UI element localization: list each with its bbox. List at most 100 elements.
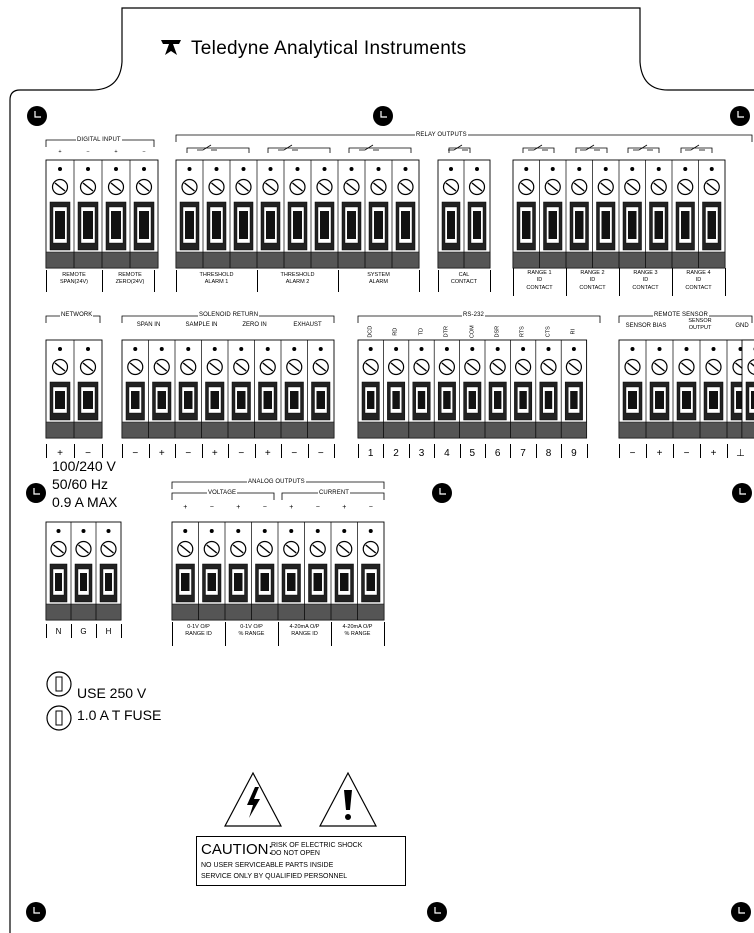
terminal-pin [49, 347, 71, 421]
screw-icon [373, 106, 393, 126]
terminal-pin [510, 340, 533, 438]
terminal-block-relay-alarms [175, 159, 420, 269]
solenoid-label: SPAN IN [136, 322, 161, 328]
range-id-label-line: ID [695, 277, 702, 284]
terminal-pin [672, 340, 697, 438]
analog-output-label-line: RANGE ID [185, 631, 212, 638]
brand-name: Teledyne Analytical Instruments [191, 38, 467, 59]
analog-polarity-label: + [236, 504, 241, 511]
terminal-pin [560, 340, 583, 438]
terminal-pin [459, 340, 482, 438]
relay-contact-icon [359, 144, 379, 151]
terminal-pin [408, 340, 431, 438]
cal-contact-label-line: CAL [458, 272, 470, 278]
power-terminal-label: N [55, 627, 62, 636]
digital-input-label-line: REMOTE [118, 272, 142, 278]
relay-bracket [267, 147, 331, 153]
terminal-pin [364, 160, 389, 268]
remote-sensor-label-line: SENSOR [688, 318, 712, 324]
range-id-label-line: CONTACT [579, 284, 606, 291]
label-divider [278, 622, 279, 646]
relay-bracket [627, 147, 660, 153]
terminal-pin [229, 160, 254, 268]
electric-shock-warning-icon [224, 771, 282, 827]
label-divider [281, 444, 282, 458]
label-divider [646, 444, 647, 458]
terminal-pin [224, 522, 248, 620]
terminal-pin [49, 167, 71, 251]
terminal-pin [254, 340, 278, 438]
screw-icon [432, 483, 452, 503]
mounting-screws [26, 106, 752, 922]
caution-warning-icon [319, 771, 377, 827]
power-terminal-label: G [80, 627, 87, 636]
terminal-pin [699, 340, 724, 438]
label-divider [46, 624, 47, 638]
rs232-signal-label: RTS [519, 326, 526, 338]
terminal-pin [361, 347, 380, 421]
remote-sensor-terminal-label: − [683, 448, 690, 459]
range-id-label-line: CONTACT [685, 284, 712, 291]
label-divider [96, 624, 97, 638]
terminal-pin [49, 529, 68, 603]
rs232-signal-label: TD [418, 328, 425, 336]
label-divider [102, 270, 103, 292]
analog-output-label-line: 4-20mA O/P [289, 624, 320, 630]
terminal-pin [148, 340, 172, 438]
terminal-pin [283, 160, 308, 268]
label-divider [257, 270, 258, 292]
range-id-label-line: RANGE 1 [527, 270, 552, 276]
relay-contact-icon [528, 144, 548, 151]
screw-icon [26, 483, 46, 503]
terminal-pin [441, 167, 461, 251]
analog-polarity-label: − [368, 504, 373, 511]
group-rs232: RS-232 [462, 312, 485, 318]
label-divider [700, 444, 701, 458]
group-voltage: VOLTAGE [207, 490, 238, 496]
rs232-signal-label: DTR [443, 326, 450, 338]
remote-sensor-label: GND [735, 323, 749, 329]
label-divider [201, 444, 203, 458]
network-terminal-label: − [85, 448, 91, 459]
terminal-block-analog-outputs [171, 521, 385, 621]
solenoid-terminal-label: − [238, 448, 245, 459]
label-divider [148, 444, 150, 458]
caution-do-not-open: DO NOT OPEN [271, 850, 320, 857]
terminal-block-solenoid-return [121, 339, 335, 439]
digital-input-label-line: REMOTE [62, 272, 86, 278]
label-divider [175, 444, 176, 458]
analog-polarity-label: − [262, 504, 267, 511]
label-divider [619, 444, 620, 458]
label-divider [725, 268, 726, 296]
label-divider [176, 270, 177, 292]
group-network: NETWORK [60, 312, 94, 318]
relay-bracket [575, 147, 608, 153]
caution-title: CAUTION: [201, 841, 273, 858]
fuse-holder-icon [46, 705, 72, 731]
screw-icon [427, 902, 447, 922]
terminal-block-digital-input [45, 159, 159, 269]
relay-alarm-label-line: THRESHOLD [199, 272, 234, 278]
range-id-label-line: RANGE 3 [633, 270, 658, 276]
remote-sensor-terminal-label: + [656, 448, 663, 459]
terminal-block-network [45, 339, 103, 439]
group-current: CURRENT [318, 490, 351, 496]
rs232-signal-label: DCD [367, 325, 374, 338]
solenoid-label: EXHAUST [293, 322, 322, 328]
caution-line-1: NO USER SERVICEABLE PARTS INSIDE [201, 862, 334, 869]
label-divider [338, 270, 339, 292]
terminal-pin [304, 522, 328, 620]
caution-risk: RISK OF ELECTRIC SHOCK [271, 842, 363, 849]
rs232-pin-label: 4 [444, 448, 450, 459]
relay-contact-icon [278, 144, 298, 151]
terminal-pin [463, 160, 487, 268]
terminal-pin [745, 347, 754, 421]
solenoid-terminal-label: − [317, 448, 324, 459]
analog-output-label-line: 4-20mA O/P [342, 624, 373, 630]
rs232-pin-label: 1 [367, 448, 374, 459]
